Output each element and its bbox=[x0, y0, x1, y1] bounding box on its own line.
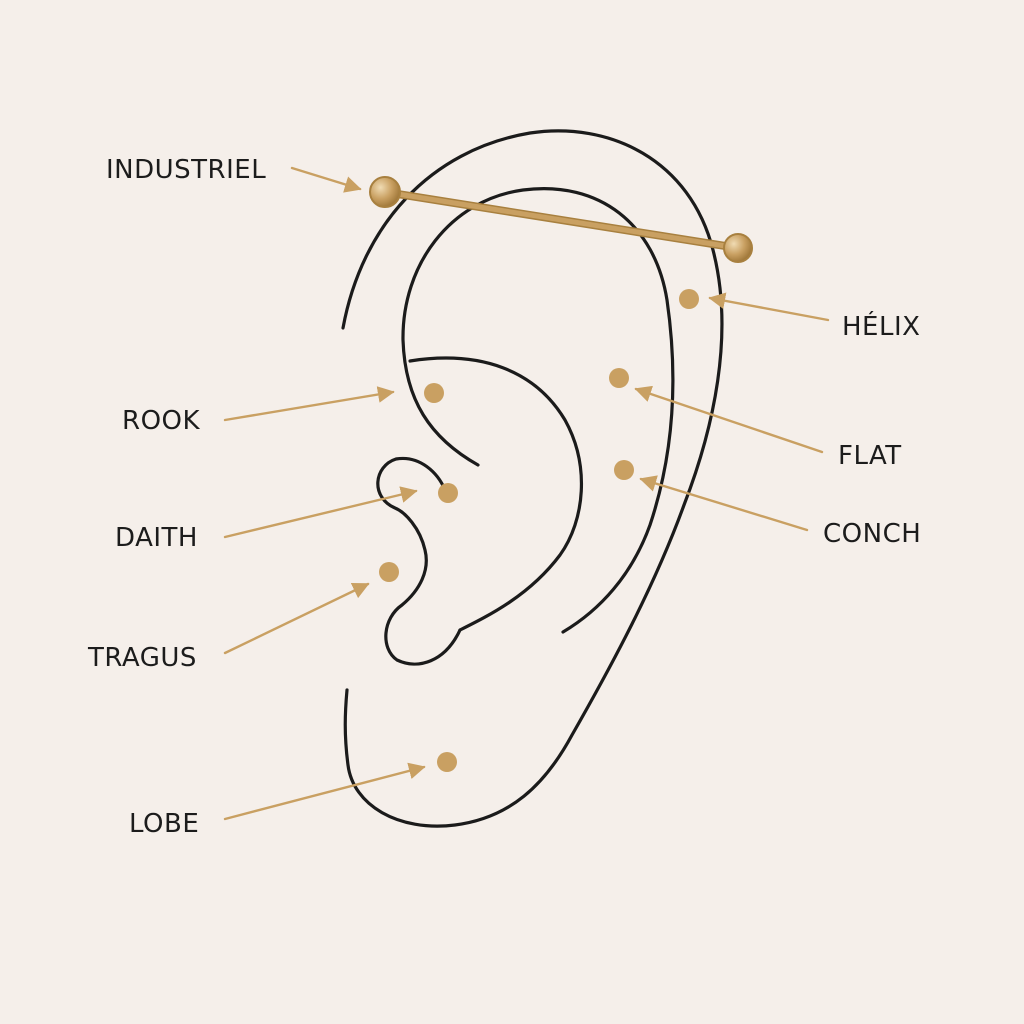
label-layer: INDUSTRIEL HÉLIX ROOK FLAT DAITH CONCH TRAGUS L… bbox=[87, 155, 921, 839]
industriel-label: INDUSTRIEL bbox=[106, 155, 266, 185]
flat-pointer-arrow bbox=[634, 385, 824, 454]
helix-stud bbox=[679, 289, 699, 309]
conch-label: CONCH bbox=[823, 519, 921, 549]
industriel-bar bbox=[382, 189, 741, 251]
industriel-ball-right bbox=[723, 233, 753, 263]
daith-label: DAITH bbox=[115, 523, 198, 553]
tragus-stud bbox=[379, 562, 399, 582]
pointer-layer bbox=[223, 166, 830, 821]
lobe-label: LOBE bbox=[129, 809, 199, 839]
helix-pointer-arrow bbox=[708, 292, 830, 322]
conch-pointer-arrow bbox=[639, 475, 809, 532]
jewelry-layer bbox=[369, 176, 753, 772]
tragus-pointer-arrow bbox=[223, 582, 370, 655]
rook-stud bbox=[424, 383, 444, 403]
conch-stud bbox=[614, 460, 634, 480]
rook-pointer-arrow bbox=[223, 386, 395, 422]
inner-helix-line bbox=[401, 187, 675, 634]
outer-helix-line bbox=[341, 129, 724, 828]
flat-label: FLAT bbox=[838, 441, 902, 471]
lobe-pointer-arrow bbox=[223, 762, 426, 821]
concha-line bbox=[408, 356, 584, 632]
industriel-pointer-arrow bbox=[290, 166, 362, 193]
daith-stud bbox=[438, 483, 458, 503]
daith-pointer-arrow bbox=[223, 486, 418, 539]
tragus-line bbox=[376, 456, 462, 666]
ear-outline bbox=[341, 129, 724, 828]
helix-label: HÉLIX bbox=[842, 310, 920, 342]
rook-label: ROOK bbox=[122, 406, 200, 436]
industriel-ball-left bbox=[369, 176, 401, 208]
lobe-stud bbox=[437, 752, 457, 772]
flat-stud bbox=[609, 368, 629, 388]
tragus-label: TRAGUS bbox=[87, 643, 197, 673]
